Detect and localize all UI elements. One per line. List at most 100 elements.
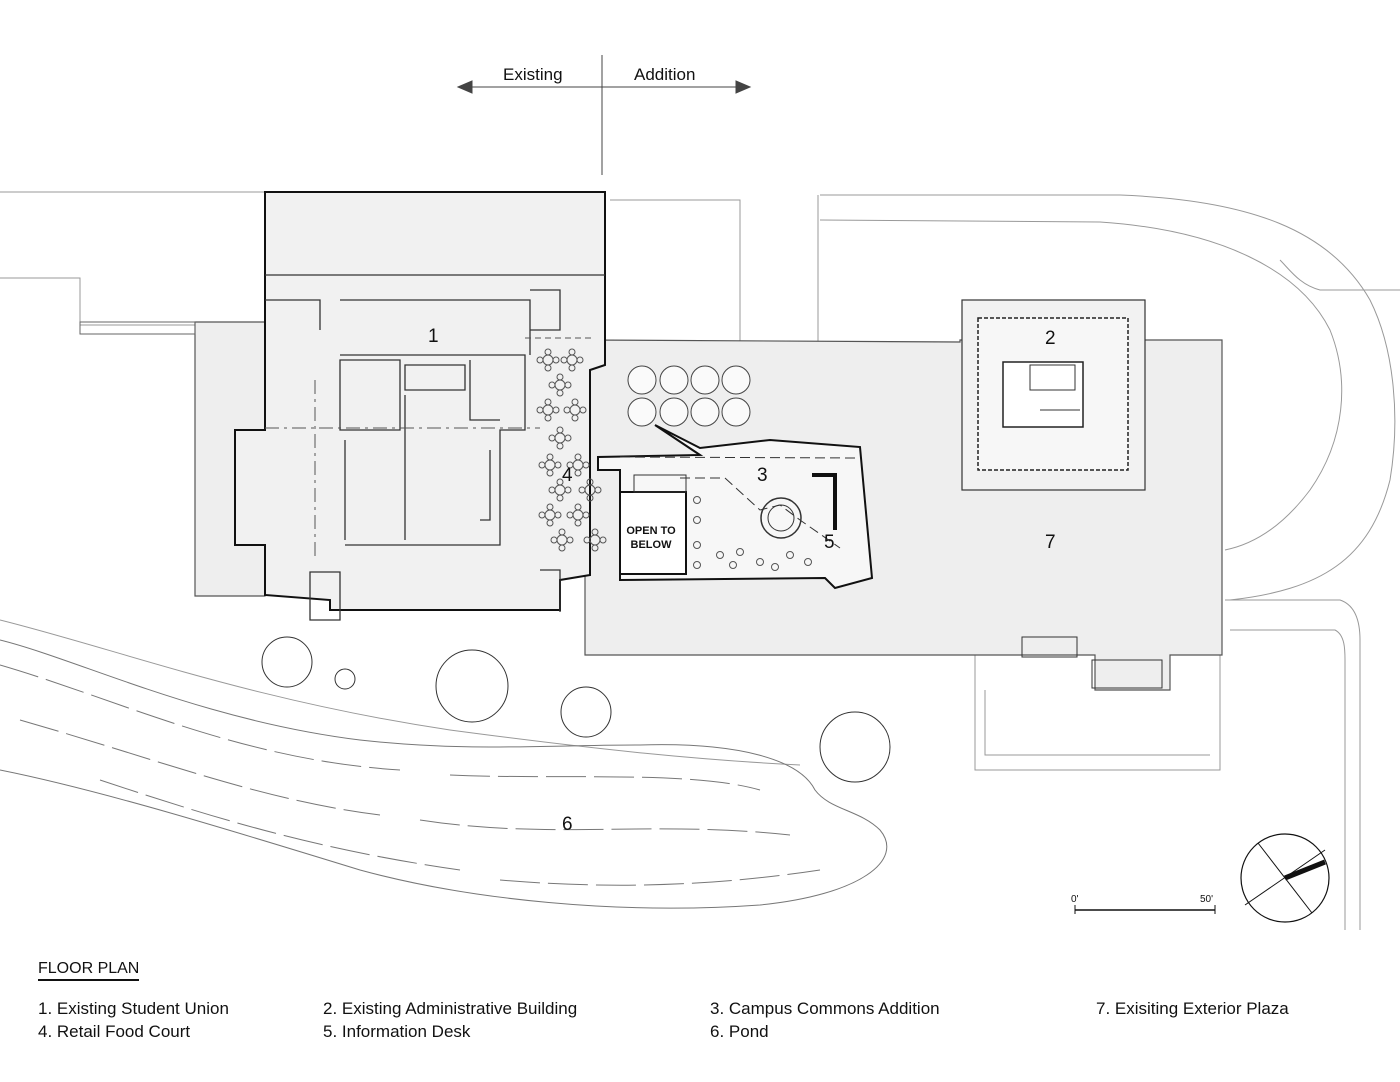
existing-label: Existing [503, 65, 563, 84]
existing-addition-divider [456, 55, 752, 175]
table-seat [548, 486, 556, 494]
legend-item-5: 5. Information Desk [323, 1022, 471, 1041]
table-seat [556, 478, 564, 486]
plaza-umbrellas [627, 365, 751, 427]
table-seat [591, 528, 599, 536]
roads [0, 191, 1400, 930]
legend-item-1: 1. Existing Student Union [38, 999, 229, 1018]
table-seat [556, 426, 564, 434]
legend-item-4: 4. Retail Food Court [38, 1022, 191, 1041]
plan-label-4: 4 [562, 465, 573, 486]
commons-seat [756, 558, 764, 566]
commons-seat [804, 558, 812, 566]
legend-title: FLOOR PLAN [38, 960, 140, 981]
table-seat [594, 486, 602, 494]
table-seat [563, 406, 571, 414]
table-seat [558, 544, 566, 552]
union-gridlines [265, 380, 540, 560]
table-seat [568, 348, 576, 356]
table-seat [579, 406, 587, 414]
table-seat [574, 453, 582, 461]
table-seat [554, 461, 562, 469]
plan-label-1: 1 [428, 326, 439, 347]
commons-seat [736, 548, 744, 556]
table-seat [574, 503, 582, 511]
legend-item-7: 7. Exisiting Exterior Plaza [1096, 999, 1289, 1018]
table-seat [578, 486, 586, 494]
table-seat [554, 511, 562, 519]
table-seat [566, 536, 574, 544]
table-seat [571, 414, 579, 422]
commons-seat [786, 551, 794, 559]
information-feature-circle [760, 497, 802, 539]
table-seat [560, 356, 568, 364]
scale-bar [1074, 905, 1216, 914]
table-seat [536, 406, 544, 414]
commons-seat [693, 496, 701, 504]
table-seat [568, 364, 576, 372]
plan-label-7: 7 [1045, 532, 1056, 553]
union-interior-walls [265, 274, 605, 621]
table-seat [564, 381, 572, 389]
table-seat [544, 398, 552, 406]
table-seat [544, 348, 552, 356]
commons-seat [716, 551, 724, 559]
table-seat [564, 434, 572, 442]
table-seat [538, 511, 546, 519]
table-seat [552, 406, 560, 414]
addition-dashed-lines [619, 456, 861, 549]
table-seat [582, 511, 590, 519]
table-seat [546, 469, 554, 477]
commons-seat [693, 561, 701, 569]
commons-seat [729, 561, 737, 569]
open-to-below-area [619, 491, 687, 575]
pond [0, 639, 888, 909]
trees [261, 636, 891, 783]
table-seat [556, 494, 564, 502]
table-seat [556, 442, 564, 450]
table-seat [586, 494, 594, 502]
table-seat [546, 453, 554, 461]
plan-label-2: 2 [1045, 328, 1056, 349]
table-seat [574, 469, 582, 477]
plan-label-3: 3 [757, 465, 768, 486]
open-to-below-label: OPEN TO BELOW [626, 525, 676, 551]
legend-item-3: 3. Campus Commons Addition [710, 999, 940, 1018]
table-seat [566, 461, 574, 469]
table-seat [564, 486, 572, 494]
information-desk [812, 473, 837, 530]
table-seat [538, 461, 546, 469]
scale-start: 0' [1071, 894, 1079, 905]
table-seat [552, 356, 560, 364]
table-seat [576, 356, 584, 364]
food-court-tables [536, 348, 607, 552]
table-seat [591, 544, 599, 552]
legend-item-2: 2. Existing Administrative Building [323, 999, 578, 1018]
existing-student-union [234, 191, 606, 611]
table-seat [566, 511, 574, 519]
table-seat [558, 528, 566, 536]
table-seat [544, 414, 552, 422]
table-seat [544, 364, 552, 372]
addition-label: Addition [634, 65, 696, 84]
table-seat [586, 478, 594, 486]
north-arrow-icon [1240, 833, 1330, 923]
plan-label-6: 6 [562, 814, 573, 835]
stairs [633, 474, 687, 493]
table-seat [574, 519, 582, 527]
commons-seat [771, 563, 779, 571]
table-seat [536, 356, 544, 364]
table-seat [546, 519, 554, 527]
table-seat [546, 503, 554, 511]
table-seat [548, 434, 556, 442]
legend-item-6: 6. Pond [710, 1022, 769, 1041]
table-seat [583, 536, 591, 544]
table-seat [556, 373, 564, 381]
table-seat [556, 389, 564, 397]
table-seat [550, 536, 558, 544]
plan-label-5: 5 [824, 532, 835, 553]
table-seat [571, 398, 579, 406]
table-seat [548, 381, 556, 389]
scale-end: 50' [1200, 894, 1214, 905]
